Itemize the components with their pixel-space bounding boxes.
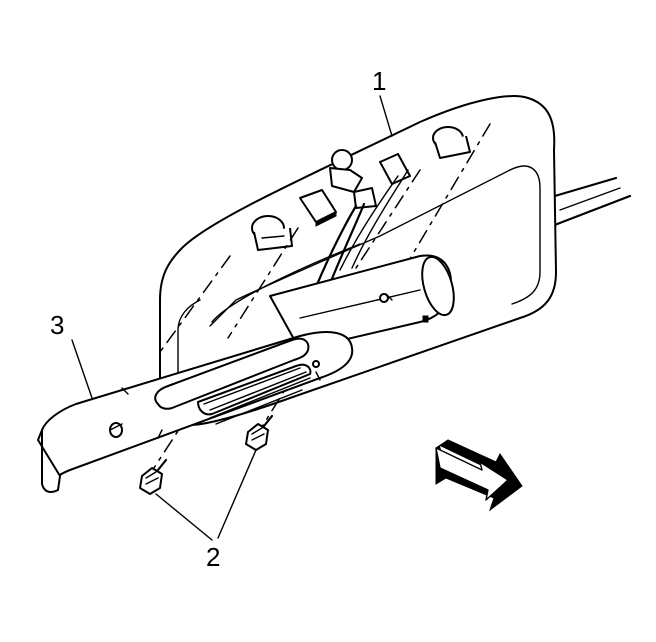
screw-right-icon	[245, 414, 274, 451]
latch-rod	[339, 175, 399, 271]
callout-screws: 2	[206, 542, 220, 572]
callout-trim-panel: 3	[50, 310, 64, 340]
clip-left	[251, 215, 293, 251]
trim-panel	[37, 331, 354, 493]
rear-rod	[546, 176, 632, 228]
leader-lines	[71, 95, 393, 541]
clip-square-left	[299, 189, 337, 227]
clip-right	[432, 126, 471, 159]
latch-handle	[312, 149, 377, 296]
latch-rod-2	[351, 169, 409, 269]
screw-left-icon	[139, 458, 168, 495]
forward-arrow-icon	[435, 439, 523, 512]
clip-square-mid	[379, 153, 411, 185]
callout-door-panel: 1	[372, 66, 386, 96]
armrest-handle	[269, 254, 455, 351]
